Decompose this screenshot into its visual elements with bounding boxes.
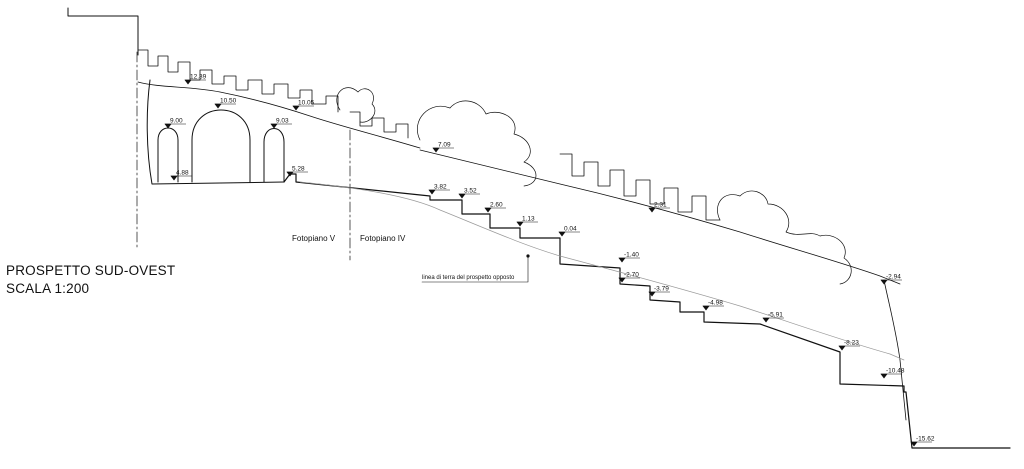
- level-marker-triangle: [702, 305, 710, 311]
- level-marker-triangle: [458, 193, 466, 199]
- label-fotopiano-iv: Fotopiano IV: [360, 234, 406, 243]
- level-value: 2.60: [490, 202, 503, 209]
- level-marker-triangle: [838, 345, 846, 351]
- level-marker-triangle: [292, 105, 300, 111]
- level-marker-triangle: [484, 207, 492, 213]
- level-marker-triangle: [164, 123, 172, 129]
- label-fotopiano-v: Fotopiano V: [292, 234, 336, 243]
- level-value: -2.94: [886, 274, 901, 281]
- tower-outline: [67, 7, 139, 56]
- level-marker-triangle: [618, 257, 626, 263]
- level-marker-triangle: [270, 123, 278, 129]
- level-marker-triangle: [170, 175, 178, 181]
- level-marker-triangle: [558, 231, 566, 237]
- level-marker-triangle: [762, 317, 770, 323]
- level-value: 10.50: [220, 98, 237, 105]
- arch-center: [191, 109, 251, 183]
- level-value: 0.04: [564, 226, 577, 233]
- arch-left: [157, 127, 179, 183]
- level-marker-triangle: [184, 79, 192, 85]
- level-value: 9.00: [170, 118, 183, 125]
- level-value: -4.98: [708, 300, 723, 307]
- level-marker-triangle: [432, 147, 440, 153]
- ground-profile-steps: [283, 173, 1011, 449]
- level-value: 9.03: [276, 118, 289, 125]
- level-value: -2.70: [624, 272, 639, 279]
- level-value: 5.28: [292, 166, 305, 173]
- level-value: 3.82: [434, 184, 447, 191]
- level-value: -15.62: [916, 436, 935, 443]
- level-markers: 12.39 10.50 10.05 9.00 9.03 7.09 4.88 5.28 3.82 3…: [164, 74, 935, 447]
- battlements-lower: [559, 153, 721, 221]
- drawing-scale: SCALA 1:200: [6, 281, 90, 296]
- battlements-middle: [349, 111, 409, 139]
- tree-canopy: [717, 190, 852, 285]
- level-value: 12.39: [190, 74, 207, 81]
- note-leader: [421, 255, 529, 283]
- tree-canopy: [417, 100, 537, 187]
- level-value: -5.91: [768, 312, 783, 319]
- level-marker-triangle: [648, 207, 656, 213]
- level-marker-triangle: [214, 103, 222, 109]
- tree-canopy: [336, 87, 376, 123]
- level-value: 10.05: [298, 100, 315, 107]
- level-value: 1.13: [522, 216, 535, 223]
- level-value: 3.52: [464, 188, 477, 195]
- level-marker-triangle: [880, 373, 888, 379]
- level-marker-triangle: [880, 279, 888, 285]
- opposite-ground-line: [299, 181, 905, 361]
- battlements-upper: [137, 49, 339, 113]
- wall-base-left: [146, 79, 285, 185]
- wall-profile-upper: [137, 81, 421, 149]
- level-value: -1.40: [624, 252, 639, 259]
- note-leader-dot: [526, 254, 530, 258]
- level-value: 2.31: [654, 202, 667, 209]
- wall-profile-lower: [419, 149, 901, 285]
- level-value: 4.88: [176, 170, 189, 177]
- level-value: -8.23: [844, 340, 859, 347]
- drawing-title: PROSPETTO SUD-OVEST: [6, 263, 176, 278]
- label-ground-line-note: linea di terra del prospetto opposto: [422, 275, 515, 281]
- level-value: -3.79: [654, 286, 669, 293]
- level-marker-triangle: [428, 189, 436, 195]
- cliff-right: [883, 279, 907, 421]
- arch-right: [263, 128, 285, 183]
- level-value: -10.48: [886, 368, 905, 375]
- level-marker-triangle: [516, 221, 524, 227]
- level-value: 7.09: [438, 142, 451, 149]
